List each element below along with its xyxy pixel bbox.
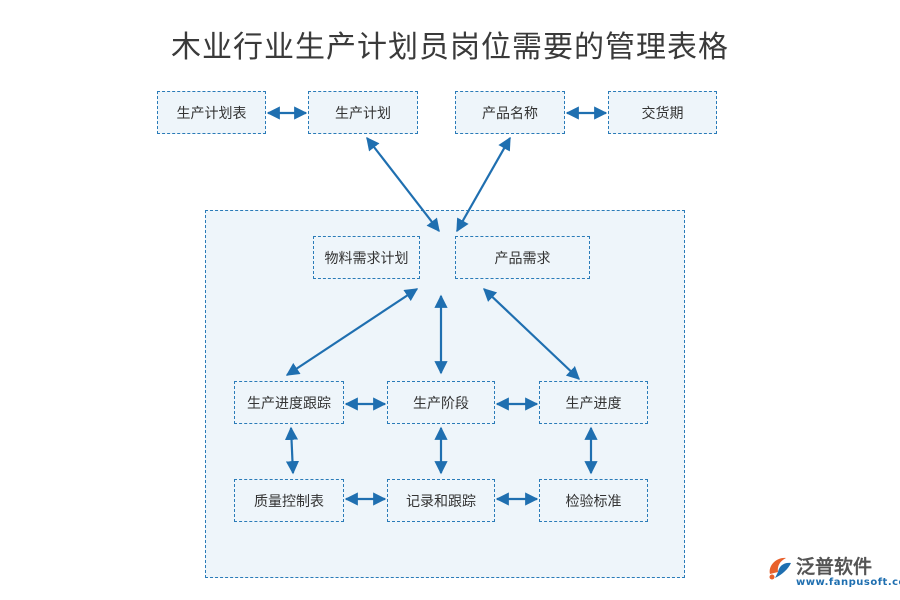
node-production-stage: 生产阶段 (387, 381, 495, 424)
diagram-title: 木业行业生产计划员岗位需要的管理表格 (171, 30, 729, 65)
logo-name: 泛普软件 (796, 556, 873, 578)
logo-url: www.fanpusoft.com (796, 577, 900, 588)
node-material-requirement-plan: 物料需求计划 (313, 236, 420, 279)
node-record-and-tracking: 记录和跟踪 (387, 479, 495, 522)
node-delivery-date: 交货期 (608, 91, 717, 134)
node-production-progress-tracking: 生产进度跟踪 (234, 381, 344, 424)
node-inspection-standard: 检验标准 (539, 479, 648, 522)
node-product-demand: 产品需求 (455, 236, 590, 279)
node-production-plan-table: 生产计划表 (157, 91, 266, 134)
brand-logo: 泛普软件 www.fanpusoft.com (766, 552, 900, 596)
node-production-progress: 生产进度 (539, 381, 648, 424)
node-quality-control-table: 质量控制表 (234, 479, 344, 522)
fanpu-logo-icon (769, 557, 791, 580)
node-production-plan: 生产计划 (308, 91, 418, 134)
node-product-name: 产品名称 (455, 91, 565, 134)
